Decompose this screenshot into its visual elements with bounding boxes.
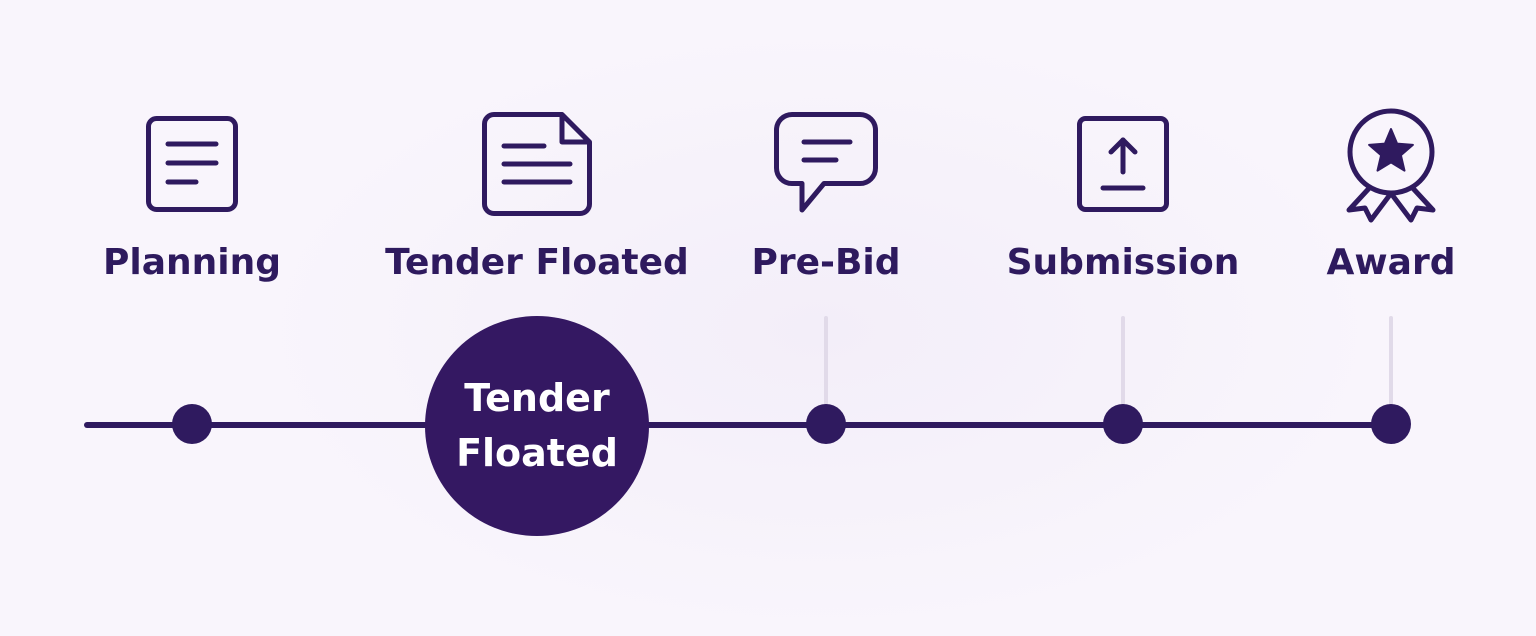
stage-label-planning: Planning [102,242,281,283]
stage-label-submission: Submission [1006,242,1240,283]
stage-label-tender-floated: Tender Floated [385,242,689,283]
active-stage-label: Tender Floated [456,376,618,475]
connector-submission [1121,316,1125,408]
connector-pre-bid [824,316,828,408]
timeline-dot-pre-bid [806,404,846,444]
active-stage-marker: Tender Floated [425,316,649,536]
upload-box-icon [1063,108,1183,220]
document-lines-icon [132,108,252,220]
timeline-dot-planning [172,404,212,444]
document-folded-corner-icon [477,108,597,220]
connector-award [1389,316,1393,408]
timeline-dot-submission [1103,404,1143,444]
stage-label-pre-bid: Pre-Bid [751,242,901,283]
stage-label-award: Award [1326,242,1456,283]
award-ribbon-icon [1331,108,1451,223]
speech-bubble-icon [766,108,886,220]
timeline-dot-award [1371,404,1411,444]
timeline-line [84,422,1394,428]
